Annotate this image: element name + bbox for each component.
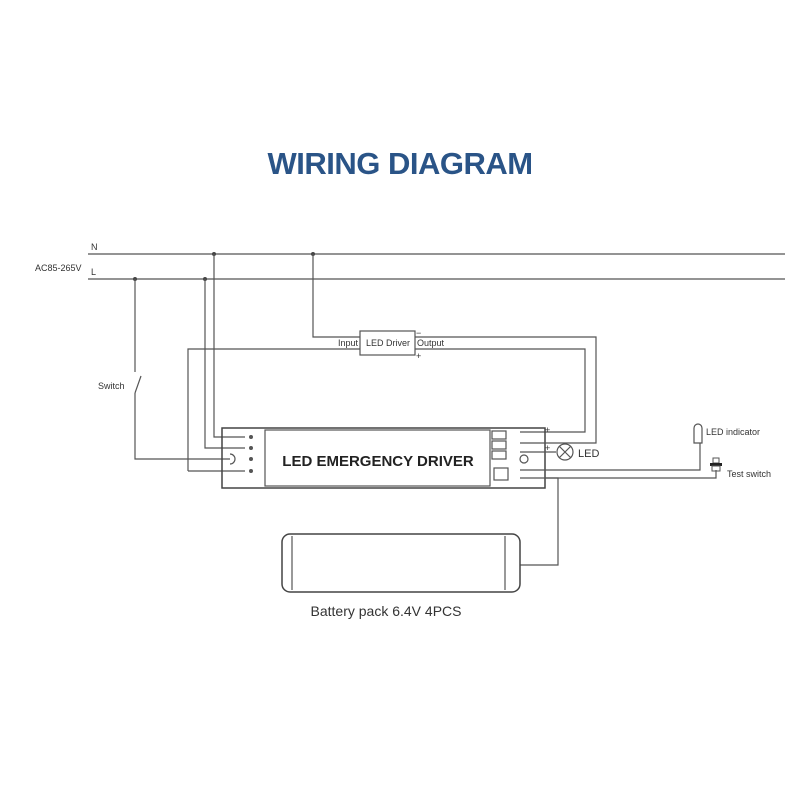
led-plus-label: + (545, 443, 550, 453)
live-terminal-wire (204, 279, 245, 449)
led-indicator-label: LED indicator (706, 427, 760, 437)
battery-pack (281, 533, 521, 593)
switch-contact (134, 375, 142, 394)
led-driver-box (359, 330, 416, 356)
led-lamp-cross (558, 445, 572, 459)
output-terminals (491, 430, 529, 481)
emergency-driver-label: LED EMERGENCY DRIVER (282, 453, 474, 470)
test-switch-icon (710, 457, 722, 472)
led-driver-label: LED Driver (366, 338, 410, 348)
battery-label: Battery pack 6.4V 4PCS (311, 603, 462, 619)
driver-output-plus: + (416, 351, 421, 361)
driver-output-minus-wire (415, 336, 597, 444)
emergency-driver-label-panel (264, 429, 491, 487)
driver-output-label: Output (417, 338, 445, 348)
indicator-wire (520, 443, 701, 471)
led-indicator-icon (693, 423, 703, 444)
switched-live-wire (134, 393, 230, 460)
switch-label: Switch (98, 381, 125, 391)
led-lamp-icon (556, 443, 574, 461)
junction-dots (133, 252, 315, 281)
led-label: LED (578, 448, 599, 460)
driver-output-minus: − (416, 328, 421, 338)
test-switch-wire (520, 470, 717, 479)
supply-label: AC85-265V (35, 263, 82, 273)
terminal-notch (229, 453, 236, 465)
neutral-terminal-wire (213, 254, 245, 438)
input-terminals (249, 435, 253, 473)
driver-input-label: Input (338, 338, 359, 348)
neutral-label: N (91, 242, 98, 252)
loop-wire-left (187, 348, 360, 471)
driver-input-wire (312, 254, 360, 338)
live-label: L (91, 267, 96, 277)
diagram-title: WIRING DIAGRAM (267, 146, 533, 181)
emergency-driver-box (221, 427, 546, 489)
battery-wire (520, 477, 559, 566)
driver-output-plus-wire (415, 348, 586, 433)
test-switch-label: Test switch (727, 469, 771, 479)
output-plus-label: + (545, 425, 550, 435)
